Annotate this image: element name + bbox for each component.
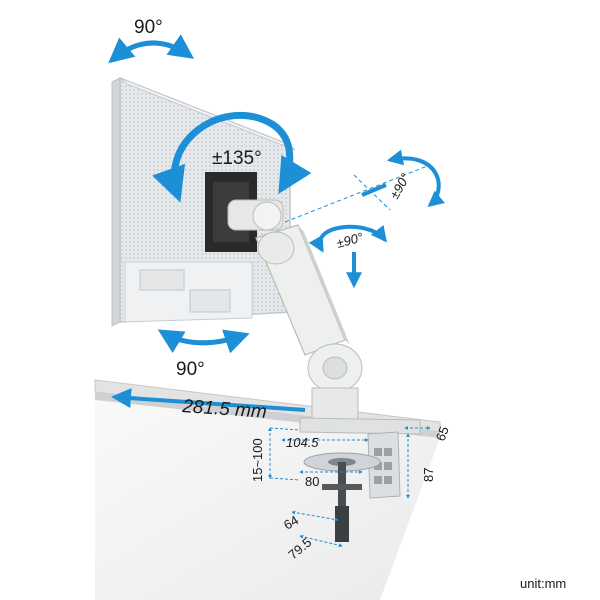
label-rotation-arm-mid: ±90° <box>335 229 365 250</box>
rotation-arrow-top <box>108 34 195 64</box>
label-rotation-top: 90° <box>134 17 163 38</box>
label-clamp-height: 87 <box>421 468 436 482</box>
reach-arrow <box>111 388 306 412</box>
label-unit: unit:mm <box>520 576 566 591</box>
axis-guide-lines <box>284 164 431 223</box>
rotation-arrow-arm-mid <box>308 224 387 289</box>
label-rotation-bottom: 90° <box>176 359 205 380</box>
label-clamp-range: 15~100 <box>250 438 265 482</box>
rotation-arrow-arm-upper <box>361 149 445 208</box>
label-pad-width: 64 <box>281 512 301 532</box>
label-rotation-center: ±135° <box>212 148 262 169</box>
label-rotation-arm-upper: ±90° <box>387 171 413 202</box>
monitor-arm <box>227 199 421 435</box>
desk-clamp <box>303 431 401 542</box>
rotation-arrow-bottom <box>157 329 250 354</box>
label-clamp-depth: 104.5 <box>286 435 319 450</box>
dimension-lines <box>268 426 431 548</box>
label-clamp-top: 65 <box>433 424 452 443</box>
label-plate-dia: 80 <box>305 474 319 489</box>
rotation-arrow-center <box>152 111 312 203</box>
